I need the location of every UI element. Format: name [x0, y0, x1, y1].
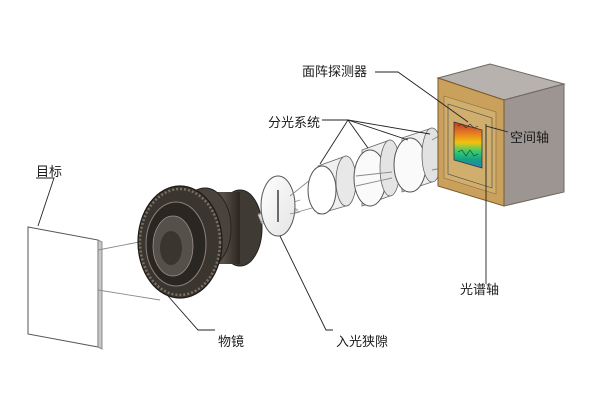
target-plane — [27, 226, 103, 350]
dispersive-element-2 — [353, 139, 401, 207]
entrance-slit — [260, 175, 296, 237]
label-spectral-axis: 光谱轴 — [460, 283, 499, 298]
area-detector-sensor — [453, 121, 483, 169]
label-objective-lens: 物镜 — [218, 335, 244, 350]
objective-lens — [137, 185, 263, 299]
label-dispersive-system: 分光系统 — [268, 116, 320, 131]
label-target: 目标 — [36, 165, 62, 180]
leader-lines — [36, 71, 509, 331]
label-spatial-axis: 空间轴 — [510, 131, 549, 146]
label-entrance-slit: 入光狭隙 — [336, 335, 388, 350]
dispersive-element-3 — [393, 127, 443, 193]
dispersive-element-1 — [307, 155, 357, 215]
label-area-detector: 面阵探测器 — [302, 65, 367, 80]
light-beam-slit-to-dispersive — [289, 179, 313, 215]
